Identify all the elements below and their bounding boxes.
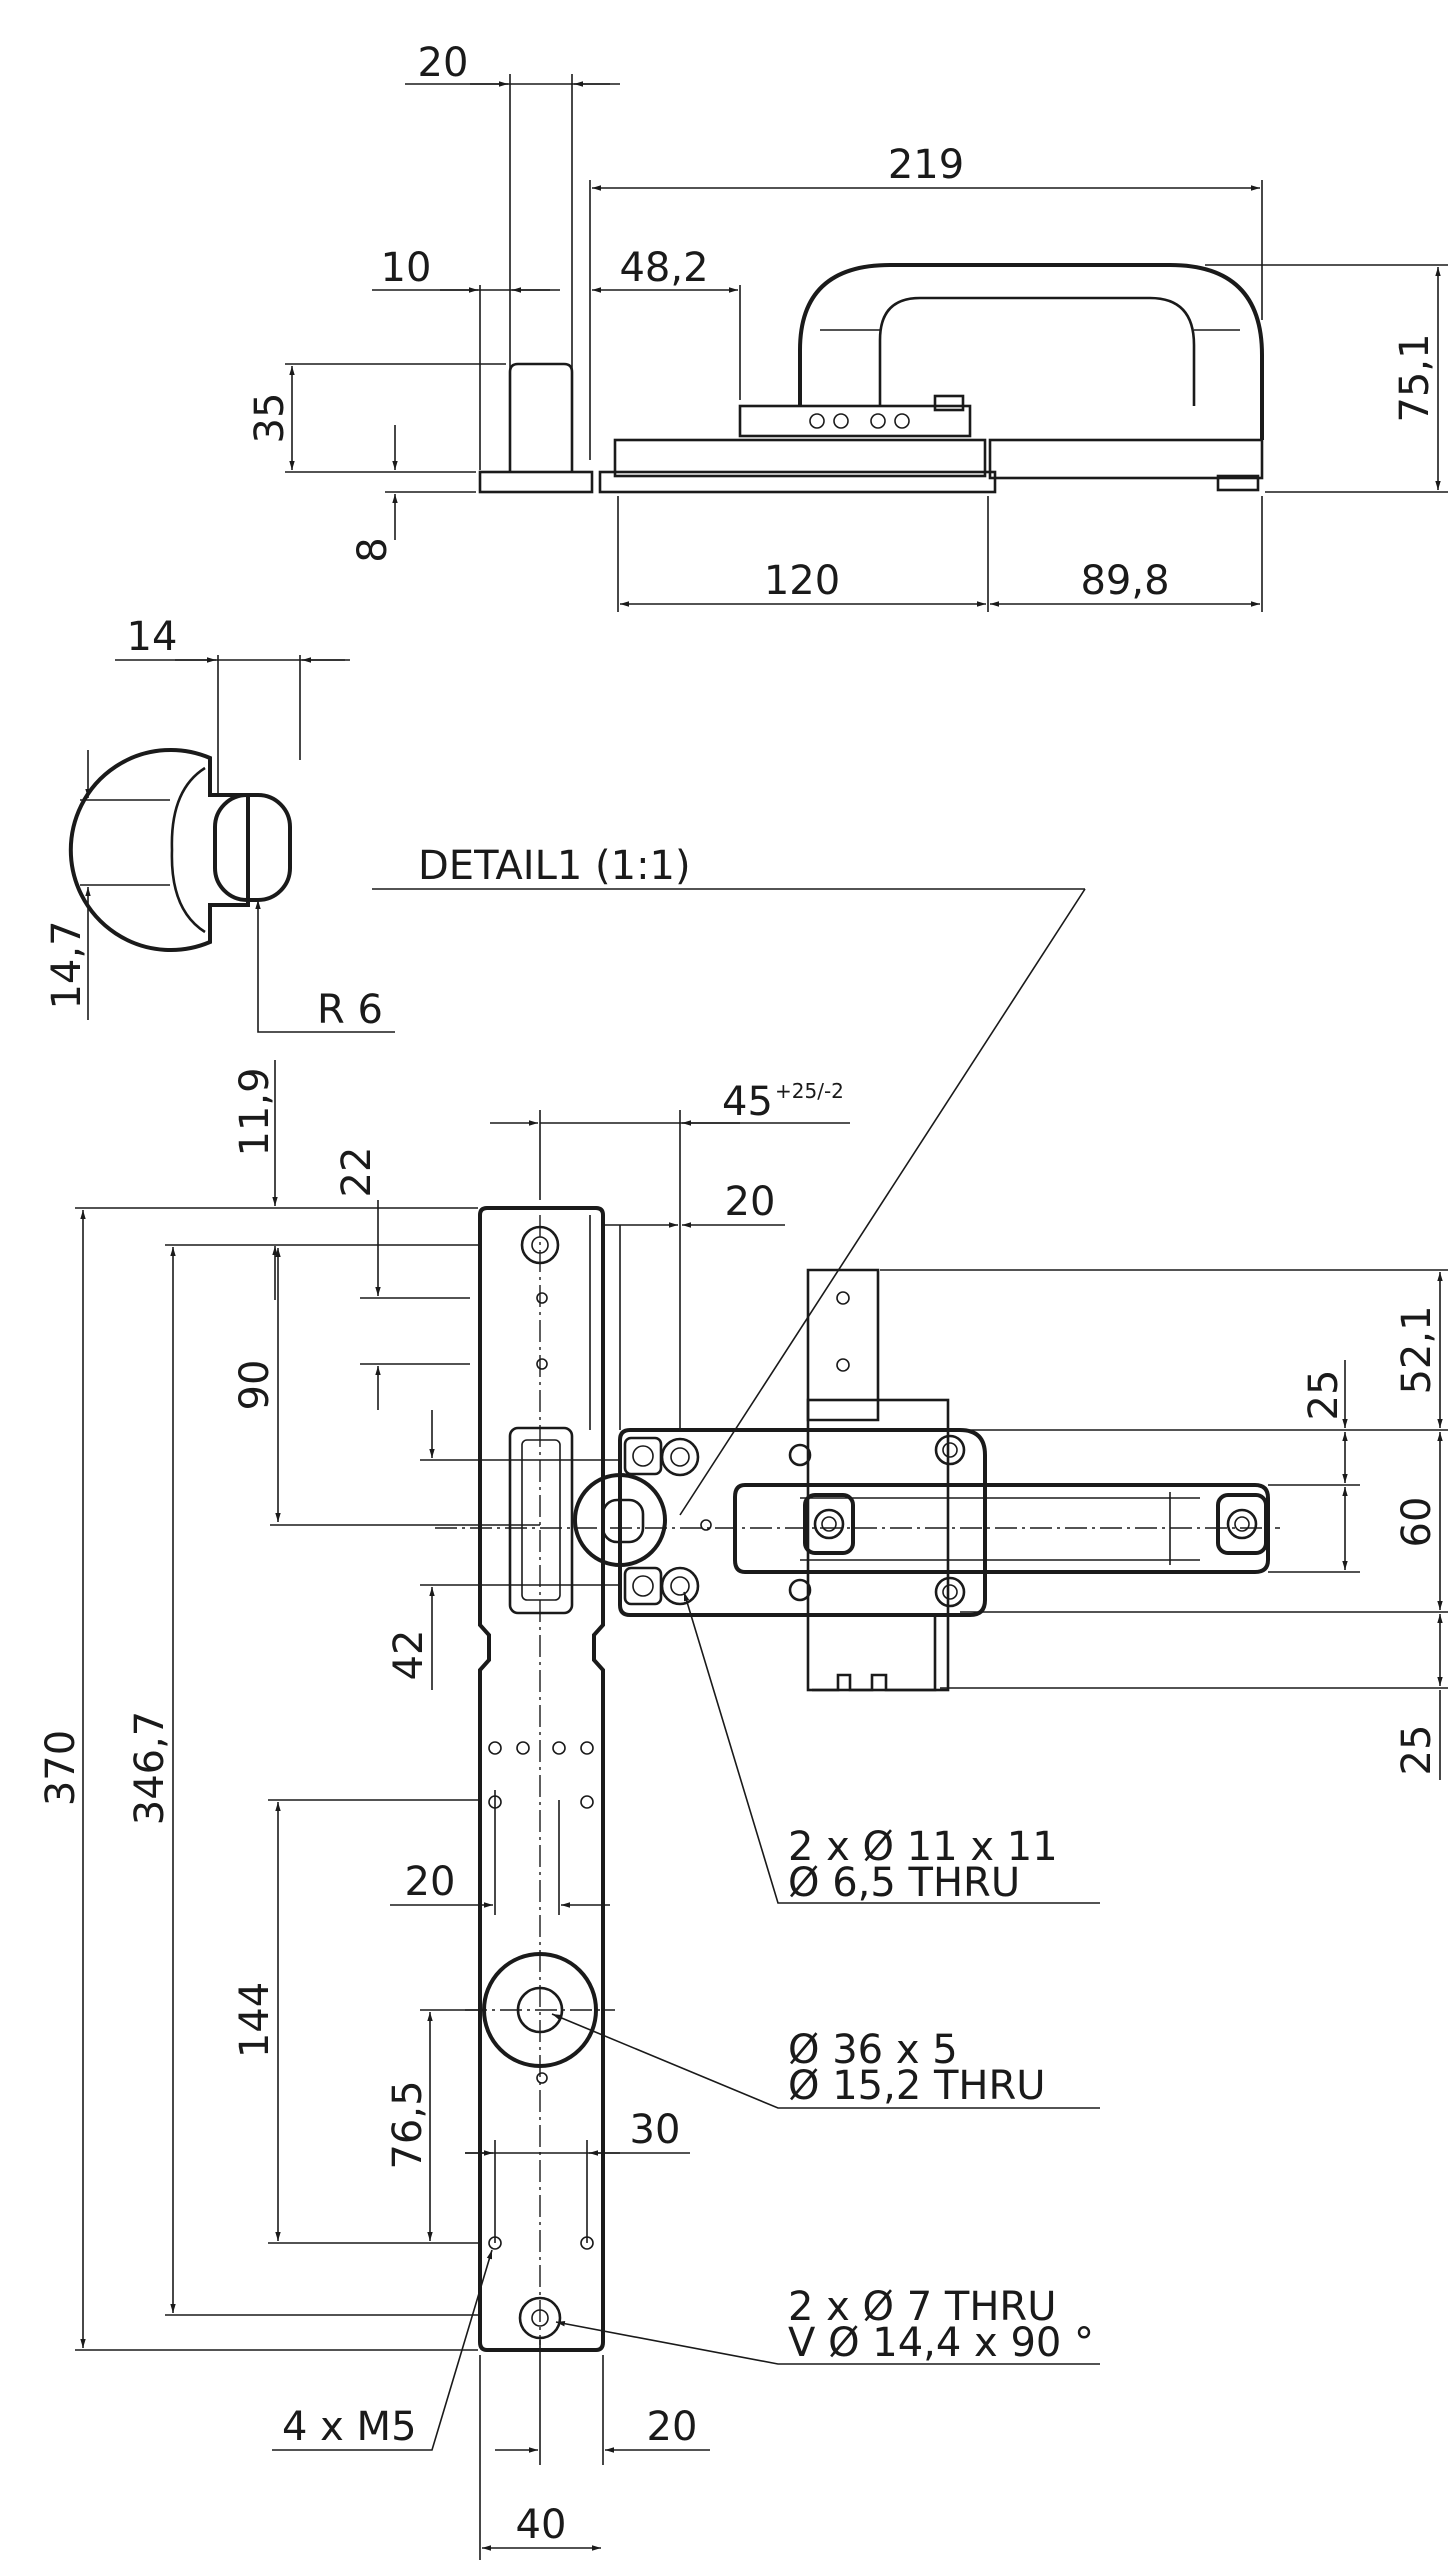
dim-42: 42 xyxy=(386,1630,432,1681)
dim-14-7: 14,7 xyxy=(44,920,90,1009)
dim-45-tolerance: +25/-2 xyxy=(775,1079,844,1103)
main-plate-top xyxy=(613,438,987,478)
dim-48-2: 48,2 xyxy=(619,245,708,291)
dim-8: 8 xyxy=(350,537,396,562)
callout-bore-line2: Ø 15,2 THRU xyxy=(788,2063,1046,2109)
dim-20-top: 20 xyxy=(418,40,469,86)
dim-20-b: 20 xyxy=(405,1859,456,1905)
top-view-dimensions: 20 219 10 48,2 35 8 120 89,8 xyxy=(247,40,1448,612)
detail-view xyxy=(68,748,292,952)
dim-30: 30 xyxy=(630,2107,681,2153)
dim-89-8: 89,8 xyxy=(1080,558,1169,604)
detail-outline xyxy=(68,748,250,952)
detail-label: DETAIL1 (1:1) xyxy=(418,843,691,889)
plate-screws xyxy=(623,1434,1268,1608)
clamp-upright xyxy=(806,1268,880,1422)
dim-14: 14 xyxy=(127,614,178,660)
dim-10: 10 xyxy=(381,245,432,291)
carriage xyxy=(738,404,972,438)
dim-20-c: 20 xyxy=(647,2404,698,2450)
detail-circle xyxy=(573,1473,667,1567)
pin-body xyxy=(508,362,574,472)
dim-11-9: 11,9 xyxy=(232,1067,278,1156)
dim-22: 22 xyxy=(334,1147,380,1198)
small-base-plate xyxy=(478,470,594,494)
dim-40: 40 xyxy=(516,2502,567,2548)
callout-thread: 4 x M5 xyxy=(282,2404,417,2450)
dim-76-5: 76,5 xyxy=(385,2080,431,2169)
callout-holes-b-line2: V Ø 14,4 x 90 ° xyxy=(788,2320,1094,2366)
dim-75-1: 75,1 xyxy=(1392,333,1438,422)
dim-370: 370 xyxy=(38,1730,84,1806)
dim-25-a: 25 xyxy=(1301,1370,1347,1421)
main-plate xyxy=(598,470,997,494)
dim-90: 90 xyxy=(232,1360,278,1411)
dim-25-b: 25 xyxy=(1394,1725,1440,1776)
clamp-arm xyxy=(733,1483,1270,1574)
slide-block xyxy=(988,438,1264,480)
dim-r6: R 6 xyxy=(317,987,383,1033)
callout-holes-b-line1: 2 x Ø 7 THRU xyxy=(788,2284,1057,2330)
clamp-plate xyxy=(618,1428,987,1617)
front-view xyxy=(435,1206,1280,2352)
callouts: 2 x Ø 11 x 11 Ø 6,5 THRU Ø 36 x 5 Ø 15,2… xyxy=(272,1591,1100,2451)
detail-dimensions: 14 14,7 R 6 DETAIL1 (1:1) xyxy=(44,614,1086,1516)
vertical-bar xyxy=(478,1206,605,2352)
front-view-dimensions: 11,9 22 45 +25/-2 20 90 42 370 xyxy=(38,1060,1448,2560)
dim-120: 120 xyxy=(764,558,840,604)
dim-45: 45 xyxy=(722,1079,773,1125)
callout-holes-a-line1: 2 x Ø 11 x 11 xyxy=(788,1824,1058,1870)
dim-52-1: 52,1 xyxy=(1394,1305,1440,1394)
dim-346-7: 346,7 xyxy=(127,1711,173,1826)
callout-holes-a-line2: Ø 6,5 THRU xyxy=(788,1860,1020,1906)
dim-144: 144 xyxy=(232,1982,278,2058)
dim-60: 60 xyxy=(1394,1497,1440,1548)
clamp-block xyxy=(806,1398,950,1692)
dim-219: 219 xyxy=(888,142,964,188)
top-view xyxy=(478,263,1264,494)
handle-inner xyxy=(878,296,1196,406)
callout-bore-line1: Ø 36 x 5 xyxy=(788,2027,958,2073)
dim-20-a: 20 xyxy=(725,1179,776,1225)
dim-35: 35 xyxy=(247,393,293,444)
handle-outer xyxy=(798,263,1264,440)
vertical-slot xyxy=(508,1426,574,1615)
detail-slot xyxy=(213,793,292,902)
